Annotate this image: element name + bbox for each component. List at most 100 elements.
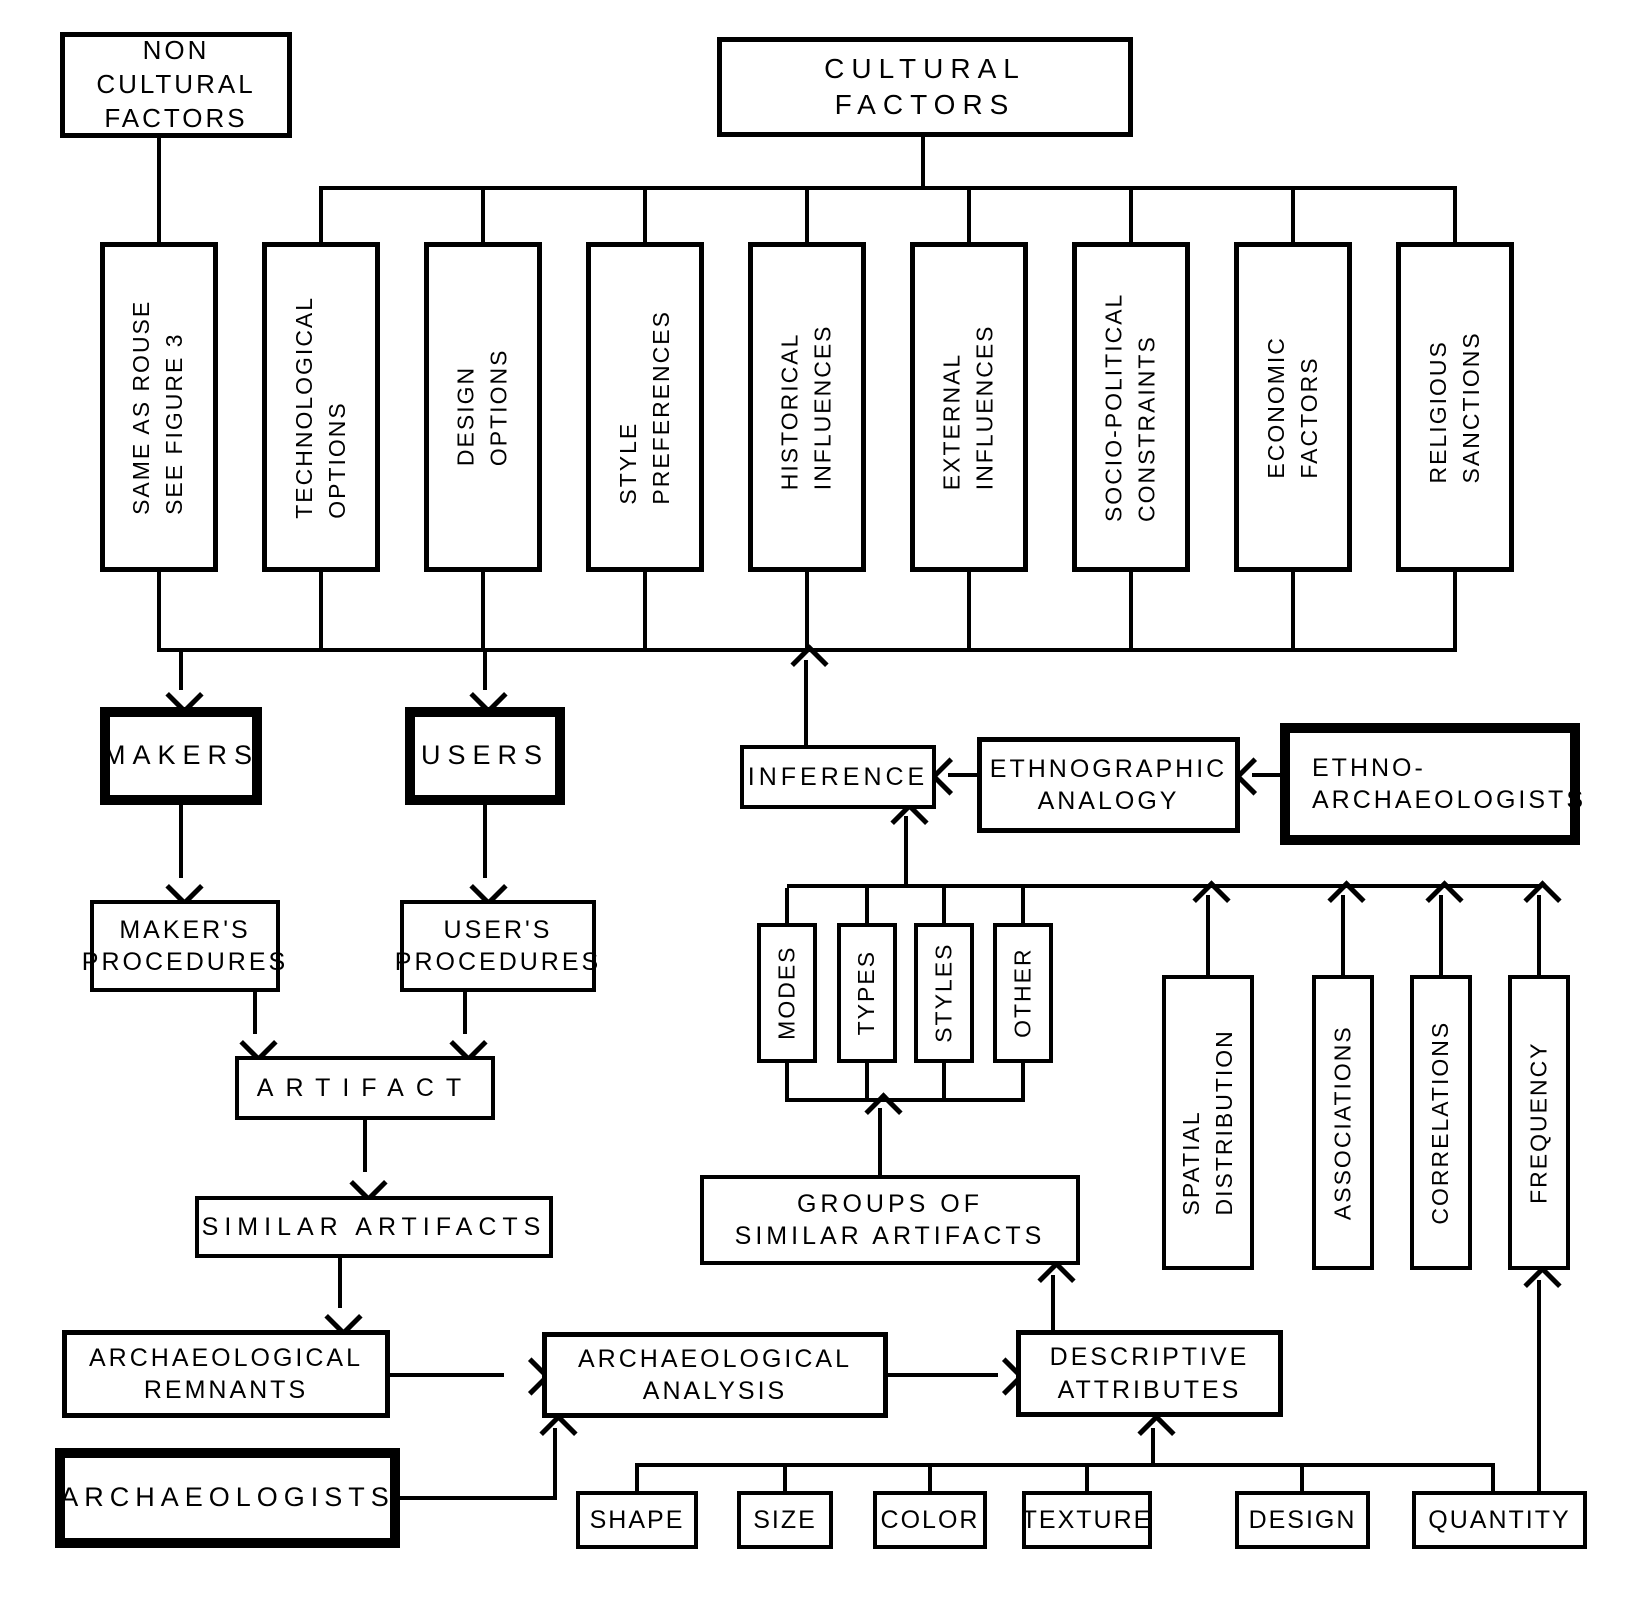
edge-ethnoarchaeologists-to-analogy bbox=[1252, 773, 1280, 777]
node-associations: ASSOCIATIONS bbox=[1312, 975, 1374, 1270]
cultural-factors-top-rail bbox=[319, 186, 1457, 190]
edge-makers-to-procedures bbox=[179, 805, 183, 878]
edge-groups-to-modesrail bbox=[878, 1108, 882, 1175]
rail-stub bbox=[481, 572, 485, 648]
node-styles: STYLES bbox=[914, 923, 974, 1063]
rail-stub bbox=[785, 1063, 789, 1098]
edge-users-to-procedures bbox=[483, 805, 487, 878]
rail-stub bbox=[1453, 572, 1457, 648]
arrowhead-left-icon bbox=[1234, 757, 1273, 796]
edge-descriptive-to-groups bbox=[1051, 1275, 1055, 1330]
rail-stub bbox=[805, 572, 809, 648]
node-quantity-label: QUANTITY bbox=[1428, 1505, 1571, 1534]
node-similar-artifacts-label: SIMILAR ARTIFACTS bbox=[201, 1212, 547, 1241]
edge-noncultural-to-rouse bbox=[157, 138, 161, 242]
modes-bottom-rail bbox=[785, 1098, 1025, 1102]
node-associations-label: ASSOCIATIONS bbox=[1329, 1025, 1356, 1220]
node-ethno-archaeologists: ETHNO-ARCHAEOLOGISTS bbox=[1280, 723, 1583, 845]
node-other-label: OTHER bbox=[1009, 947, 1036, 1039]
analysis-units-top-rail bbox=[787, 884, 1540, 888]
rail-stub bbox=[783, 1467, 787, 1491]
node-cultural-factors: CULTURAL FACTORS bbox=[717, 37, 1133, 137]
edge-makers-procedures-to-artifact bbox=[253, 992, 257, 1034]
edge-modesrail-to-inference bbox=[904, 816, 908, 884]
node-artifact-label: ARTIFACT bbox=[256, 1073, 474, 1102]
node-quantity: QUANTITY bbox=[1412, 1491, 1587, 1549]
rail-stub bbox=[865, 1063, 869, 1098]
node-types: TYPES bbox=[837, 923, 897, 1063]
edge-artifact-to-similar bbox=[363, 1120, 367, 1172]
arrowhead-up-icon bbox=[1037, 1260, 1076, 1299]
node-cultural-factors-label: CULTURAL FACTORS bbox=[824, 52, 1026, 120]
node-color: COLOR bbox=[873, 1491, 987, 1549]
rail-stub bbox=[1291, 190, 1295, 242]
rail-stub bbox=[635, 1467, 639, 1491]
node-styles-label: STYLES bbox=[930, 942, 957, 1044]
rail-stub bbox=[785, 888, 789, 923]
rail-stub bbox=[1129, 572, 1133, 648]
node-non-cultural-factors-label: NON CULTURAL FACTORS bbox=[96, 35, 256, 133]
node-color-label: COLOR bbox=[880, 1505, 980, 1534]
edge-correlations-to-rail bbox=[1439, 895, 1443, 975]
rail-stub bbox=[942, 888, 946, 923]
node-size-label: SIZE bbox=[753, 1505, 817, 1534]
edge-users-procedures-to-artifact bbox=[463, 992, 467, 1034]
edge-analogy-to-inference bbox=[948, 773, 980, 777]
rail-stub bbox=[1021, 1063, 1025, 1098]
node-size: SIZE bbox=[737, 1491, 833, 1549]
arrowhead-left-icon bbox=[930, 757, 969, 796]
edge-quantity-to-frequency bbox=[1537, 1280, 1541, 1491]
node-makers: MAKERS bbox=[100, 707, 262, 805]
node-texture-label: TEXTURE bbox=[1021, 1505, 1153, 1534]
edge-rail-to-users bbox=[483, 652, 487, 690]
edge-associations-to-rail bbox=[1341, 895, 1345, 975]
rail-stub bbox=[1021, 888, 1025, 923]
rail-stub bbox=[865, 888, 869, 923]
rail-stub bbox=[967, 190, 971, 242]
arrowhead-up-icon bbox=[539, 1413, 578, 1452]
rail-stub bbox=[1085, 1467, 1089, 1491]
node-inference: INFERENCE bbox=[740, 745, 936, 809]
node-texture: TEXTURE bbox=[1022, 1491, 1152, 1549]
factors-bottom-rail bbox=[157, 648, 1457, 652]
rail-stub bbox=[805, 190, 809, 242]
node-inference-label: INFERENCE bbox=[747, 762, 929, 791]
edge-cultural-to-rail bbox=[921, 137, 925, 188]
node-non-cultural-factors: NON CULTURAL FACTORS bbox=[60, 32, 292, 138]
node-design: DESIGN bbox=[1235, 1491, 1370, 1549]
rail-stub bbox=[1129, 190, 1133, 242]
edge-archaeologists-to-analysis bbox=[400, 1496, 557, 1500]
rail-stub bbox=[1453, 190, 1457, 242]
node-shape: SHAPE bbox=[576, 1491, 698, 1549]
rail-stub bbox=[643, 190, 647, 242]
rail-stub bbox=[1491, 1467, 1495, 1491]
node-design-label: DESIGN bbox=[1248, 1505, 1357, 1534]
arrowhead-up-icon bbox=[1523, 1265, 1562, 1304]
attributes-bottom-rail bbox=[635, 1463, 1495, 1467]
edge-remnants-to-analysis bbox=[390, 1373, 504, 1377]
edge-analysis-to-descriptive bbox=[888, 1373, 998, 1377]
rail-stub bbox=[157, 572, 161, 648]
